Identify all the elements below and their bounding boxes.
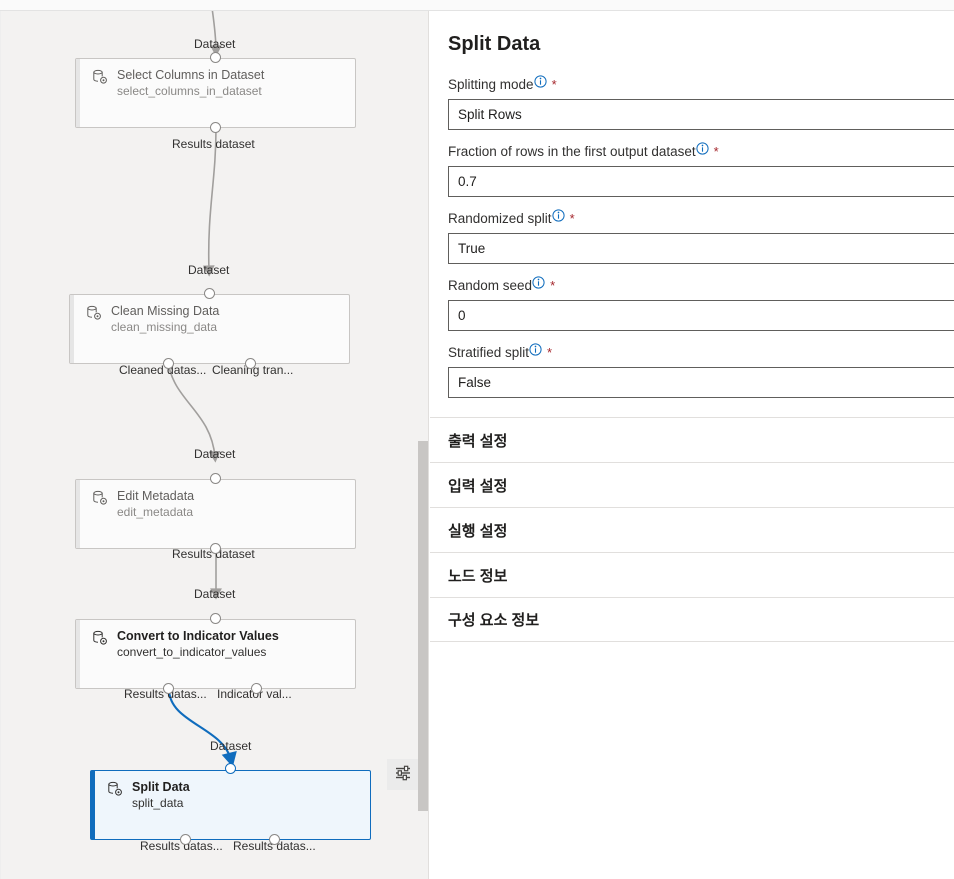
field-random-seed: Random seed * 0 (448, 275, 954, 331)
port-label-indicator: Indicator val... (217, 687, 292, 701)
port-label-split-out-1: Results datas... (140, 839, 223, 853)
required-marker: * (551, 77, 557, 92)
field-label: Splitting mode * (448, 74, 954, 94)
port-out-split-data-2[interactable] (269, 834, 280, 845)
node-convert-to-indicator-values[interactable]: Convert to Indicator Values convert_to_i… (75, 619, 356, 689)
port-label-cleaned: Cleaned datas... (119, 363, 207, 377)
node-title: Split Data (132, 780, 190, 794)
field-label: Random seed * (448, 275, 954, 295)
port-label-split-out-2: Results datas... (233, 839, 316, 853)
field-randomized-split: Randomized split * True (448, 208, 954, 264)
port-in-select-columns[interactable] (210, 52, 221, 63)
field-label-text: Stratified split (448, 345, 530, 360)
port-label-dataset-1: Dataset (194, 37, 236, 51)
port-label-results-1: Results dataset (172, 137, 255, 151)
canvas-edges-layer (167, 11, 237, 768)
node-split-data[interactable]: Split Data split_data (90, 770, 371, 840)
port-label-dataset-3: Dataset (194, 447, 236, 461)
node-accent-bar (76, 620, 80, 688)
port-label-dataset-4: Dataset (194, 587, 236, 601)
info-circle-icon[interactable] (532, 275, 545, 289)
port-in-edit-metadata[interactable] (210, 473, 221, 484)
required-marker: * (713, 144, 719, 159)
node-accent-bar (76, 480, 80, 548)
info-circle-icon[interactable] (696, 141, 709, 155)
required-marker: * (550, 278, 556, 293)
splitting-mode-input[interactable]: Split Rows (448, 99, 954, 130)
field-label-text: Splitting mode (448, 77, 534, 92)
field-fraction-of-rows: Fraction of rows in the first output dat… (448, 141, 954, 197)
canvas-vertical-scrollbar[interactable] (418, 441, 428, 811)
port-out-results-dataset-convert[interactable] (163, 683, 174, 694)
random-seed-input[interactable]: 0 (448, 300, 954, 331)
database-gear-icon (86, 305, 102, 335)
field-label-text: Randomized split (448, 211, 552, 226)
parameters-form: Splitting mode * Split Rows Fraction of (430, 74, 954, 398)
port-in-convert-to-indicator-values[interactable] (210, 613, 221, 624)
node-subtitle: clean_missing_data (111, 320, 218, 334)
port-out-indicator-values[interactable] (251, 683, 262, 694)
info-circle-icon[interactable] (551, 208, 565, 222)
port-out-edit-metadata[interactable] (210, 543, 221, 554)
node-select-columns-in-dataset[interactable]: Select Columns in Dataset select_columns… (75, 58, 356, 128)
section-run-settings[interactable]: 실행 설정 (430, 507, 954, 552)
stratified-split-input[interactable]: False (448, 367, 954, 398)
info-circle-icon[interactable] (533, 74, 547, 88)
node-subtitle: select_columns_in_dataset (117, 84, 262, 98)
fraction-of-rows-input[interactable]: 0.7 (448, 166, 954, 197)
database-gear-icon (107, 781, 123, 811)
port-label-dataset-2: Dataset (188, 263, 230, 277)
port-label-dataset-5: Dataset (210, 739, 252, 753)
node-edit-metadata[interactable]: Edit Metadata edit_metadata (75, 479, 356, 549)
node-clean-missing-data[interactable]: Clean Missing Data clean_missing_data (69, 294, 350, 364)
database-gear-icon (92, 490, 108, 520)
node-accent-bar (91, 771, 95, 839)
node-accent-bar (70, 295, 74, 363)
database-gear-icon (92, 69, 108, 99)
port-out-split-data-1[interactable] (180, 834, 191, 845)
section-input-settings[interactable]: 입력 설정 (430, 462, 954, 507)
node-subtitle: edit_metadata (117, 505, 194, 519)
node-title: Convert to Indicator Values (117, 629, 279, 643)
port-out-cleaned-dataset[interactable] (163, 358, 174, 369)
field-stratified-split: Stratified split * False (448, 342, 954, 398)
required-marker: * (547, 345, 553, 360)
field-splitting-mode: Splitting mode * Split Rows (448, 74, 954, 130)
port-label-results-3: Results datas... (124, 687, 207, 701)
port-out-select-columns[interactable] (210, 122, 221, 133)
port-in-clean-missing-data[interactable] (204, 288, 215, 299)
settings-sliders-icon (394, 764, 412, 785)
section-node-info[interactable]: 노드 정보 (430, 552, 954, 597)
field-label-text: Fraction of rows in the first output dat… (448, 144, 696, 159)
port-out-cleaning-transform[interactable] (245, 358, 256, 369)
node-subtitle: convert_to_indicator_values (117, 645, 267, 659)
collapsible-sections: 출력 설정 입력 설정 실행 설정 노드 정보 구성 요소 정보 (430, 417, 954, 642)
top-chrome-strip (0, 0, 954, 11)
pipeline-canvas[interactable]: Dataset Results dataset Dataset Cleaned … (0, 11, 429, 879)
section-component-info[interactable]: 구성 요소 정보 (430, 597, 954, 642)
database-gear-icon (92, 630, 108, 660)
node-settings-toggle-button[interactable] (387, 759, 418, 790)
node-title: Edit Metadata (117, 489, 195, 503)
port-label-results-2: Results dataset (172, 547, 255, 561)
field-label-text: Random seed (448, 278, 533, 293)
section-output-settings[interactable]: 출력 설정 (430, 417, 954, 462)
node-properties-panel: Split Data Splitting mode * Split Rows (430, 11, 954, 879)
node-title: Clean Missing Data (111, 304, 220, 318)
port-in-split-data[interactable] (225, 763, 236, 774)
node-title: Select Columns in Dataset (117, 68, 265, 82)
node-subtitle: split_data (132, 796, 184, 810)
field-label: Randomized split * (448, 208, 954, 228)
port-label-cleaning: Cleaning tran... (212, 363, 294, 377)
info-circle-icon[interactable] (529, 342, 542, 356)
node-accent-bar (76, 59, 80, 127)
field-label: Fraction of rows in the first output dat… (448, 141, 954, 161)
randomized-split-input[interactable]: True (448, 233, 954, 264)
field-label: Stratified split * (448, 342, 954, 362)
panel-title: Split Data (448, 33, 541, 55)
required-marker: * (569, 211, 575, 226)
